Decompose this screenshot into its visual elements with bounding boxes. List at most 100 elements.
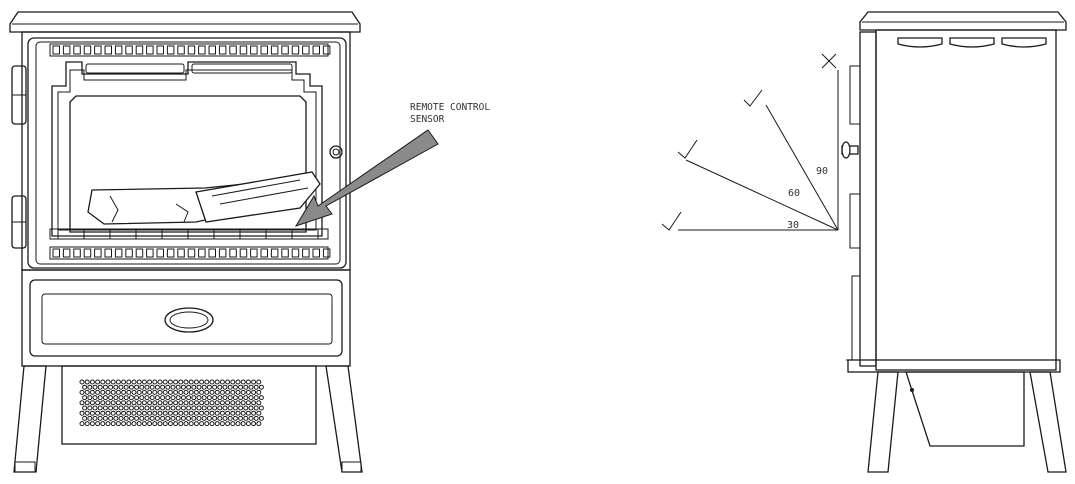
angle-diagram: 90 60 30: [661, 53, 839, 231]
side-vents: [897, 37, 1047, 48]
grille-hole: [162, 389, 168, 395]
grille-hole: [170, 384, 176, 390]
grille-hole: [170, 395, 176, 401]
grille-hole: [128, 405, 134, 411]
grille-hole: [157, 421, 163, 427]
grille-hole: [173, 400, 179, 406]
grille-hole: [162, 379, 168, 385]
grille-hole: [245, 421, 251, 427]
grille-hole: [126, 400, 132, 406]
grille-hole: [92, 395, 98, 401]
vent-slot: [166, 248, 175, 258]
side-body: [875, 29, 1057, 371]
side-leg-left: [867, 371, 899, 473]
grille-hole: [201, 384, 207, 390]
grille-hole: [230, 389, 236, 395]
grille-hole: [149, 395, 155, 401]
grille-hole: [89, 421, 95, 427]
grille-hole: [108, 384, 114, 390]
cross-icon: [821, 53, 837, 69]
grille-hole: [136, 421, 142, 427]
grille-hole: [193, 379, 199, 385]
grille-hole: [232, 415, 238, 421]
grille-hole: [84, 421, 90, 427]
grille-hole: [134, 415, 140, 421]
grille-hole: [167, 421, 173, 427]
grille-hole: [199, 379, 205, 385]
grille-hole: [235, 421, 241, 427]
front-door-inner: [35, 41, 341, 265]
vent-slot: [302, 248, 310, 258]
grille-hole: [258, 395, 264, 401]
grille-hole: [227, 384, 233, 390]
grille-hole: [147, 389, 153, 395]
grille-hole: [204, 379, 210, 385]
grille-hole: [115, 421, 121, 427]
bottom-vent-slots: [52, 248, 331, 258]
grille-hole: [222, 395, 228, 401]
grille-hole: [100, 410, 106, 416]
grille-hole: [136, 410, 142, 416]
vent-slot: [104, 248, 112, 258]
grille-hole: [152, 389, 158, 395]
grille-hole: [123, 405, 129, 411]
vent-slot: [250, 248, 258, 258]
grille-hole: [175, 405, 181, 411]
angle-label-60: 60: [788, 188, 800, 199]
grille-hole: [131, 400, 137, 406]
log-detail-3: [211, 179, 301, 197]
grille-hole: [136, 379, 142, 385]
grille-hole: [175, 415, 181, 421]
grille-hole: [108, 415, 114, 421]
side-leg-right: [1029, 371, 1067, 473]
log-detail-2: [109, 195, 119, 223]
vent-slot: [62, 45, 71, 55]
grille-hole: [256, 410, 262, 416]
grille-hole: [118, 384, 124, 390]
grille-hole: [87, 415, 93, 421]
grille-hole: [196, 384, 202, 390]
side-door-edge: [859, 31, 877, 367]
grille-hole: [209, 400, 215, 406]
grille-hole: [126, 389, 132, 395]
grille-hole: [79, 389, 85, 395]
vent-slot: [146, 45, 154, 55]
grille-hole: [201, 415, 207, 421]
grille-hole: [206, 384, 212, 390]
grille-hole: [251, 389, 257, 395]
grille-hole: [180, 384, 186, 390]
grille-hole: [84, 410, 90, 416]
grille-hole: [230, 400, 236, 406]
vent-slot: [166, 45, 175, 55]
grille-hole: [110, 421, 116, 427]
top-panel-right: [191, 63, 293, 74]
grille-hole: [186, 415, 192, 421]
grille-hole: [240, 400, 246, 406]
grille-hole: [253, 384, 259, 390]
grille-hole: [206, 405, 212, 411]
grille-hole: [89, 400, 95, 406]
top-vent-slots: [52, 45, 331, 55]
grille-hole: [123, 384, 129, 390]
vent-slot: [114, 45, 123, 55]
grille-hole: [180, 415, 186, 421]
grille-hole: [95, 410, 101, 416]
grille-hole: [209, 410, 215, 416]
grille-hole: [183, 400, 189, 406]
control-badge-inner: [169, 311, 209, 329]
grille-hole: [141, 421, 147, 427]
grille-hole: [243, 384, 249, 390]
grille-hole: [222, 405, 228, 411]
grille-hole: [219, 389, 225, 395]
vent-slot: [125, 45, 133, 55]
grille-hole: [186, 405, 192, 411]
grille-hole: [175, 384, 181, 390]
grille-hole: [97, 395, 103, 401]
vent-slot: [239, 248, 248, 258]
grille-hole: [126, 379, 132, 385]
ray-30: [685, 159, 839, 231]
grille-hole: [232, 405, 238, 411]
grille-hole: [113, 405, 119, 411]
grille-hole: [79, 410, 85, 416]
